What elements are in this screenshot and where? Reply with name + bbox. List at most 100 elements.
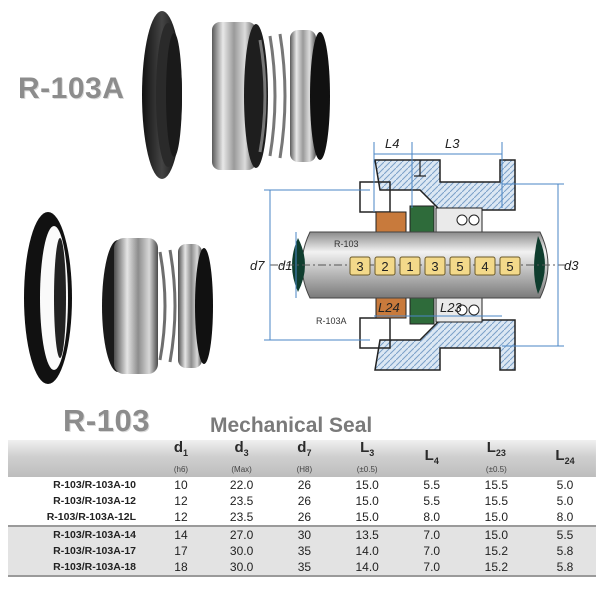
table-row: R-103/R-103A-10 10 22.0 26 15.0 5.5 15.5 5.0 <box>8 477 596 493</box>
vent-symbol <box>414 160 426 177</box>
part-number-badge: 1 <box>399 256 421 276</box>
product-label-r103: R-103 <box>63 403 150 438</box>
value-cell: 8.0 <box>423 510 441 524</box>
column-symbol: L <box>486 439 496 456</box>
part-number-badge: 2 <box>374 256 396 276</box>
column-symbol: L <box>555 446 565 464</box>
dim-label-d7: d7 <box>250 258 265 273</box>
value-cell: 10 <box>174 478 188 492</box>
column-symbol: d <box>234 439 244 456</box>
table-header-l23: L23(±0.5) <box>459 440 534 477</box>
dim-label-d3: d3 <box>564 258 579 273</box>
value-cell: 26 <box>297 494 312 508</box>
value-cell: 35 <box>279 559 330 577</box>
shaft-label-r103a: R-103A <box>316 316 347 326</box>
model-cell: R-103/R-103A-10 <box>53 479 136 491</box>
table-header-l4: L4 <box>405 440 459 477</box>
product-photo-r103 <box>24 212 213 384</box>
column-subscript: 4 <box>433 455 439 466</box>
part-number-badge: 5 <box>449 256 471 276</box>
value-cell: 15.5 <box>484 494 509 508</box>
value-cell: 30 <box>279 525 330 543</box>
value-cell: 15.0 <box>458 525 535 543</box>
value-cell: 15.2 <box>458 543 535 559</box>
value-cell: 15.5 <box>484 478 509 492</box>
value-cell: 5.0 <box>556 494 574 508</box>
table-header-l24: L24 <box>534 440 596 477</box>
column-tolerance: (±0.5) <box>356 465 378 474</box>
column-subscript: 3 <box>369 448 375 458</box>
column-tolerance: (Max) <box>231 465 252 474</box>
model-cell: R-103/R-103A-18 <box>8 559 158 577</box>
column-symbol: d <box>297 439 307 456</box>
value-cell: 15.0 <box>484 510 509 524</box>
value-cell: 18 <box>158 559 204 577</box>
column-symbol: L <box>360 439 370 456</box>
part-number-text: 3 <box>356 259 363 274</box>
value-cell: 30.0 <box>203 559 280 577</box>
part-number-badge: 4 <box>474 256 496 276</box>
column-tolerance: (H8) <box>296 465 313 474</box>
value-cell: 23.5 <box>229 510 254 524</box>
dim-label-l4: L4 <box>385 136 399 151</box>
subtitle-mechanical-seal: Mechanical Seal <box>210 414 373 437</box>
value-cell: 17 <box>158 543 204 559</box>
value-cell: 14 <box>158 525 204 543</box>
dim-label-l3: L3 <box>445 136 460 151</box>
value-cell: 26 <box>297 510 312 524</box>
product-photo-r103a <box>142 11 330 179</box>
value-cell: 5.0 <box>556 478 574 492</box>
value-cell: 5.8 <box>534 543 596 559</box>
value-cell: 14.0 <box>329 543 405 559</box>
value-cell: 15.0 <box>355 478 379 492</box>
table-header-d7: d7 (H8) <box>279 440 329 477</box>
value-cell: 5.5 <box>423 478 441 492</box>
dim-label-l24: L24 <box>378 300 400 315</box>
table-header-model <box>8 440 158 477</box>
value-cell: 12 <box>174 494 188 508</box>
value-cell: 35 <box>279 543 330 559</box>
housing <box>374 159 516 371</box>
value-cell: 7.0 <box>404 525 459 543</box>
part-number-text: 5 <box>456 259 463 274</box>
column-symbol: d <box>173 439 184 456</box>
value-cell: 5.5 <box>534 525 596 543</box>
value-cell: 12 <box>174 510 188 524</box>
shaft-label-r103: R-103 <box>334 239 359 249</box>
table-header-d1: d1(h6) <box>158 440 204 477</box>
model-cell: R-103/R-103A-12 <box>53 495 136 507</box>
column-subscript: 7 <box>306 448 312 458</box>
part-number-text: 5 <box>506 259 513 274</box>
part-number-text: 2 <box>381 259 388 274</box>
value-cell: 26 <box>297 478 312 492</box>
value-cell: 15.0 <box>355 494 379 508</box>
model-cell: R-103/R-103A-12L <box>46 511 136 523</box>
column-subscript: 3 <box>243 448 249 458</box>
dim-label-l23: L23 <box>440 300 462 315</box>
table-header-d3: d3 (Max) <box>204 440 279 477</box>
value-cell: 22.0 <box>229 478 254 492</box>
value-cell: 13.5 <box>329 525 405 543</box>
column-subscript: 24 <box>564 455 575 466</box>
part-number-badge: 5 <box>499 256 521 276</box>
model-cell: R-103/R-103A-17 <box>8 543 158 559</box>
model-cell: R-103/R-103A-14 <box>8 525 158 543</box>
part-number-badge: 3 <box>424 256 446 276</box>
column-symbol: L <box>424 446 434 464</box>
value-cell: 15.0 <box>355 510 379 524</box>
part-number-text: 4 <box>481 259 488 274</box>
value-cell: 14.0 <box>329 559 405 577</box>
table-header-l3: L3 (±0.5) <box>329 440 404 477</box>
value-cell: 15.2 <box>458 559 535 577</box>
value-cell: 5.5 <box>423 494 441 508</box>
